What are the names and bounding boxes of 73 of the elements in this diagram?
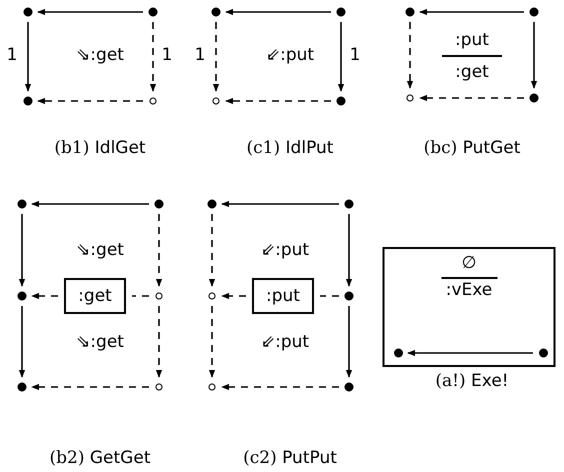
filled-dot: [208, 200, 216, 208]
filled-dot: [18, 200, 26, 208]
filled-dot: [336, 8, 346, 16]
cell-label: :get: [455, 62, 489, 82]
arrow: [18, 306, 26, 378]
filled-dot: [344, 382, 354, 392]
filled-dot: [18, 382, 26, 392]
cell-label: ⇘:get: [76, 240, 124, 260]
filled-dot: [344, 200, 354, 208]
dashed-line: [320, 295, 339, 297]
hollow-circle: [406, 94, 414, 102]
filled-dot: [24, 96, 32, 106]
dashed-line: [132, 295, 149, 297]
arrow: [419, 8, 524, 16]
cell-label: ⇘:get: [76, 45, 124, 65]
cell-label: ⇙:put: [260, 240, 310, 260]
cell-label: ⇙:put: [266, 45, 314, 65]
arrow: [31, 200, 149, 208]
hollow-circle: [156, 384, 162, 390]
dashed-arrow: [208, 306, 216, 378]
filled-dot: [24, 8, 32, 16]
label-box: :get: [64, 278, 126, 314]
arrow: [338, 22, 344, 92]
dashed-arrow: [31, 292, 58, 300]
filled-dot: [148, 8, 158, 16]
caption: (c1) IdlPut: [246, 138, 334, 158]
hollow-circle: [156, 292, 162, 300]
filled-dot: [18, 292, 26, 300]
hollow-circle: [212, 98, 220, 104]
cell-label: ⇘:get: [76, 332, 124, 352]
frame-box: [382, 247, 556, 367]
caption: (b1) IdlGet: [54, 138, 146, 158]
filled-dot: [406, 8, 414, 16]
arrow: [407, 350, 533, 356]
filled-dot: [394, 348, 402, 358]
filled-dot: [530, 8, 538, 16]
hollow-circle: [208, 292, 216, 300]
filled-dot: [538, 348, 548, 358]
filled-dot: [336, 96, 346, 106]
caption: (bc) PutGet: [424, 138, 520, 158]
node-label: (a!) Exe!: [435, 371, 509, 391]
dashed-arrow: [406, 22, 414, 89]
caption: (c2) PutPut: [243, 448, 337, 468]
cell-label: ⇙:put: [260, 332, 310, 352]
arrow: [225, 8, 331, 16]
arrow: [24, 22, 32, 92]
arrow: [37, 8, 143, 16]
dashed-arrow: [156, 306, 162, 378]
dashed-arrow: [419, 94, 524, 102]
hollow-circle: [208, 384, 216, 390]
denominator-text: :vExe: [446, 280, 492, 300]
label-box: :put: [252, 278, 314, 314]
arrow: [18, 214, 26, 287]
dashed-arrow: [37, 98, 143, 104]
arrow: [346, 214, 352, 287]
dashed-arrow: [225, 98, 331, 104]
filled-dot: [344, 292, 354, 300]
dashed-arrow: [221, 292, 246, 300]
filled-dot: [530, 94, 538, 102]
dashed-arrow: [212, 22, 220, 92]
arrow: [530, 22, 538, 89]
hollow-circle: [150, 98, 156, 104]
dashed-arrow: [150, 22, 156, 92]
caption: (b2) GetGet: [50, 448, 150, 468]
numerator-text: ∅: [462, 253, 476, 273]
arrow: [346, 306, 352, 378]
filled-dot: [212, 8, 220, 16]
dashed-arrow: [31, 384, 149, 390]
arrow: [221, 200, 339, 208]
cell-label: :put: [455, 30, 489, 50]
filled-dot: [154, 200, 164, 208]
dashed-arrow: [156, 214, 162, 287]
dashed-arrow: [208, 214, 216, 287]
